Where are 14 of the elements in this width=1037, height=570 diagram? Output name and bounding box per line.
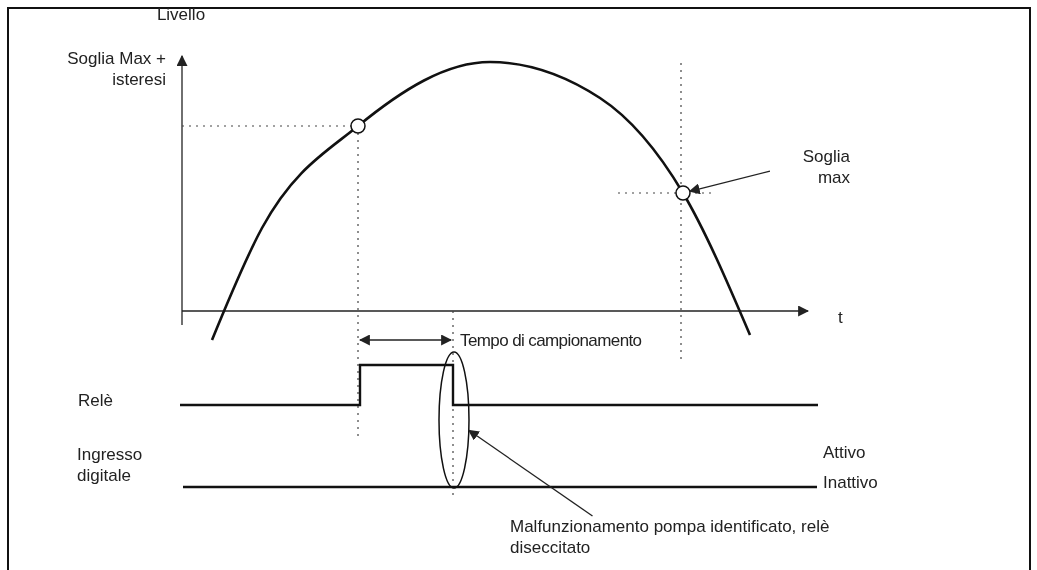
text-label: Relè — [78, 390, 114, 411]
text-label: Inattivo — [823, 472, 879, 493]
point-marker — [675, 185, 691, 201]
leader-line — [467, 429, 594, 517]
text-label: Attivo — [823, 442, 867, 463]
axis-label: Livello — [155, 4, 207, 25]
callout-label: Soglia max — [801, 146, 850, 188]
text-label: Soglia Max + isteresi — [66, 48, 166, 90]
text-label: Ingresso digitale — [77, 444, 144, 486]
annotation-text: Malfunzionamento pompa identificato, relè diseccitato — [510, 516, 831, 558]
dimension-label: Tempo di campionamento — [460, 330, 643, 351]
axis-label: t — [838, 307, 844, 328]
highlight-ellipse — [438, 351, 470, 489]
leader-line — [688, 170, 771, 195]
